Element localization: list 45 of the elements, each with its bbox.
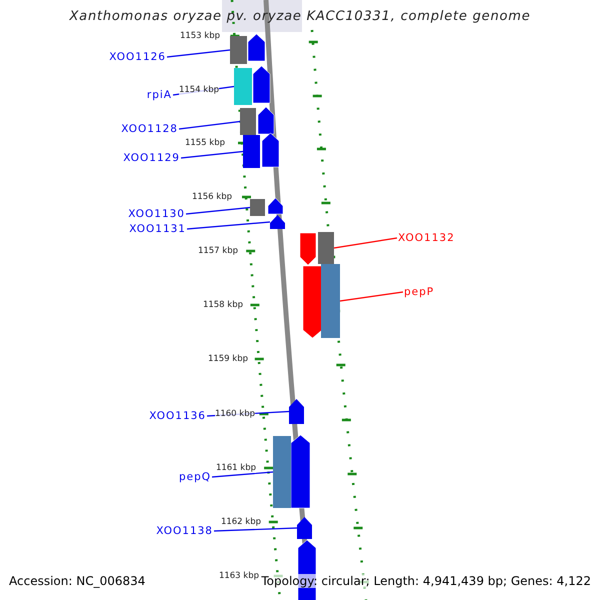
gene-label: XOO1136 — [149, 410, 206, 422]
gene-block — [230, 36, 247, 64]
gene-label: pepQ — [178, 471, 211, 483]
gene-label: XOO1131 — [129, 223, 186, 235]
map-title: Xanthomonas oryzae pv. oryzae KACC10331, complete genome — [68, 9, 532, 24]
accession-text: Accession: NC_006834 — [9, 574, 146, 588]
gene-block — [273, 436, 291, 508]
tick-label: 1158 kbp — [202, 300, 243, 310]
genome-info-text: Topology: circular; Length: 4,941,439 bp; Genes: 4,122 — [261, 574, 591, 588]
leader-line — [340, 291, 404, 302]
leader-line — [334, 237, 398, 249]
leader-line — [180, 150, 244, 159]
gene-label: XOO1129 — [123, 152, 180, 164]
tick-label: 1160 kbp — [214, 409, 255, 419]
gene-label: XOO1126 — [109, 51, 166, 63]
leader-line — [186, 221, 270, 230]
gene-block — [321, 264, 340, 338]
gene-label: XOO1130 — [128, 208, 185, 220]
leader-line — [214, 527, 298, 532]
gene-label: rpiA — [146, 89, 172, 101]
gene-label: XOO1138 — [156, 525, 213, 537]
leader-line — [186, 206, 250, 215]
gene-marker — [270, 215, 285, 229]
gene-marker — [297, 517, 312, 539]
gene-label: XOO1128 — [121, 123, 178, 135]
leader-line — [166, 49, 230, 58]
tick-label: 1161 kbp — [216, 463, 256, 473]
gene-block — [243, 135, 260, 168]
tick-label: 1163 kbp — [218, 571, 259, 581]
gene-label: XOO1132 — [398, 232, 455, 244]
gene-block — [234, 68, 252, 105]
tick-label: 1154 kbp — [178, 85, 219, 95]
tick-label: 1159 kbp — [208, 354, 248, 364]
gene-block — [240, 108, 256, 135]
tick-label: 1157 kbp — [198, 246, 238, 256]
tick-label: 1162 kbp — [220, 517, 261, 527]
tick-label: 1156 kbp — [192, 192, 232, 202]
leader-line — [212, 471, 274, 478]
tick-label: 1153 kbp — [180, 31, 220, 41]
gene-block — [318, 232, 334, 264]
leader-line — [178, 120, 240, 130]
gene-block — [250, 199, 265, 216]
tick-label: 1155 kbp — [184, 138, 225, 148]
gene-label: pepP — [404, 286, 434, 298]
gene-marker — [289, 399, 304, 424]
